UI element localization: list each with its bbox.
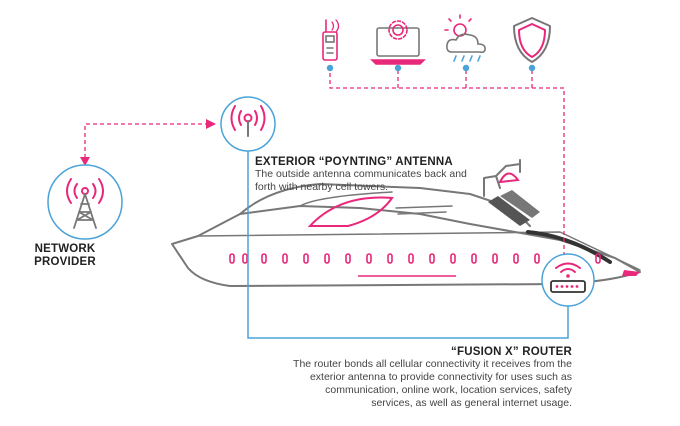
exterior-antenna — [220, 96, 276, 152]
antenna-title: EXTERIOR “POYNTING” ANTENNA — [255, 156, 453, 168]
antenna-router-cable — [247, 150, 569, 339]
shield-icon — [513, 17, 551, 63]
provider-antenna-link — [84, 123, 206, 158]
fusion-x-router — [541, 253, 595, 307]
laptop-gear-icon — [370, 20, 426, 65]
network-provider-label: NETWORK PROVIDER — [30, 243, 100, 269]
router-icon — [550, 262, 586, 293]
router-title: “FUSION X” ROUTER — [451, 346, 572, 358]
portholes — [229, 253, 601, 277]
walkie-talkie-icon — [322, 19, 340, 61]
router-device-link — [329, 68, 565, 256]
network-provider — [47, 164, 123, 240]
antenna-description: The outside antenna communicates back an… — [255, 168, 467, 193]
network-provider-label-line2: PROVIDER — [34, 256, 96, 268]
antenna-icon — [230, 105, 266, 137]
weather-icon — [444, 14, 486, 62]
cell-tower-icon — [66, 178, 104, 229]
network-provider-label-line1: NETWORK — [34, 243, 96, 255]
router-description: The router bonds all cellular connectivi… — [293, 358, 572, 409]
